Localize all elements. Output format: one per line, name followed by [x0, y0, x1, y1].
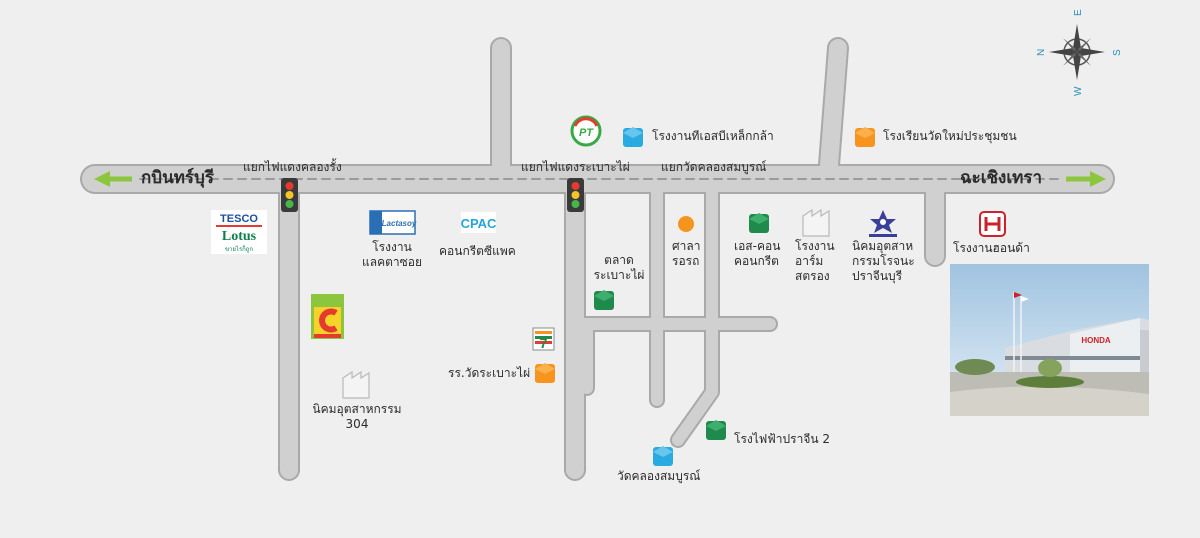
orange-marker-icon [535, 363, 555, 383]
bus-shelter-label: ศาลา รอรถ [672, 239, 701, 268]
factory-icon [342, 370, 370, 399]
road-network [80, 37, 1115, 481]
orange-marker-icon [855, 127, 875, 147]
blue-marker-icon [623, 127, 643, 147]
compass-north-label: N [1036, 49, 1047, 56]
compass-east-label: E [1073, 9, 1084, 16]
green-marker-icon [594, 290, 614, 310]
orange-dot-icon [678, 216, 694, 232]
compass-west-label: W [1073, 86, 1084, 96]
east-arrow-icon [1066, 171, 1106, 187]
pt-station-logo: PT [570, 115, 602, 147]
lactasoy-logo-text: Lactasoy [382, 219, 417, 228]
s-con-concrete-label: เอส-คอน คอนกรีต [734, 239, 781, 268]
blue-marker-icon [653, 446, 673, 466]
intersection-khlong-rang-label: แยกไฟแดงคลองรั้ง [243, 160, 342, 174]
traffic-light-icon [281, 178, 298, 212]
honda-factory-photo: HONDA [950, 264, 1149, 416]
honda-factory-label: โรงงานฮอนด้า [953, 241, 1030, 255]
road-west-label: กบินทร์บุรี [141, 168, 214, 188]
compass-rose-icon [1049, 24, 1105, 80]
intersection-rabao-phai-label: แยกไฟแดงระเบาะไผ่ [521, 160, 630, 174]
lactasoy-logo: Lactasoy [369, 210, 417, 235]
pt-logo-text: PT [579, 127, 594, 139]
tesco-slogan-text: ขายไรก็ถูก [225, 244, 253, 253]
school-wat-mai-label: โรงเรียนวัดใหม่ประชุมชน [883, 129, 1017, 143]
industrial-estate-304-label: นิคมอุตสาหกรรม 304 [312, 402, 402, 431]
honda-photo-sign: HONDA [1081, 336, 1111, 345]
cpac-logo-text: CPAC [461, 216, 497, 231]
green-marker-icon [749, 213, 769, 233]
compass-south-label: S [1112, 49, 1123, 56]
wat-khlong-sombun-label: วัดคลองสมบูรณ์ [617, 469, 701, 483]
cpac-concrete-label: คอนกรีตซีแพค [439, 244, 516, 258]
lactasoy-factory-label: โรงงาน แลคตาซอย [361, 240, 423, 269]
school-rabao-label: รร.วัดระเบาะไผ่ [448, 366, 531, 380]
honda-logo-icon [979, 211, 1006, 237]
seven-eleven-logo: 7 [532, 327, 555, 351]
cpac-logo: CPAC [461, 212, 497, 233]
lotus-text: Lotus [222, 229, 257, 244]
rabao-market-label: ตลาด ระเบาะไผ่ [593, 253, 645, 282]
tesco-lotus-logo: TESCO Lotus ขายไรก็ถูก [211, 210, 267, 254]
rojana-estate-logo [869, 210, 897, 237]
power-plant-label: โรงไฟฟ้าปราจีน 2 [734, 432, 830, 446]
west-arrow-icon [94, 171, 132, 187]
rojana-estate-label: นิคมอุตสาห กรรมโรจนะ ปราจีนบุรี [852, 239, 915, 283]
arm-strong-factory-label: โรงงาน อาร์ม สตรอง [795, 239, 835, 283]
road-east-label: ฉะเชิงเทรา [960, 168, 1043, 188]
intersection-wat-khlong-sombun-label: แยกวัดคลองสมบูรณ์ [661, 160, 767, 174]
tesco-text: TESCO [220, 213, 258, 225]
traffic-light-icon [567, 178, 584, 212]
green-marker-icon [706, 420, 726, 440]
factory-icon [802, 208, 830, 237]
steel-factory-label: โรงงานทีเอสบีเหล็กกล้า [652, 129, 774, 143]
big-c-logo [311, 294, 344, 339]
seven-eleven-text: 7 [540, 335, 548, 351]
